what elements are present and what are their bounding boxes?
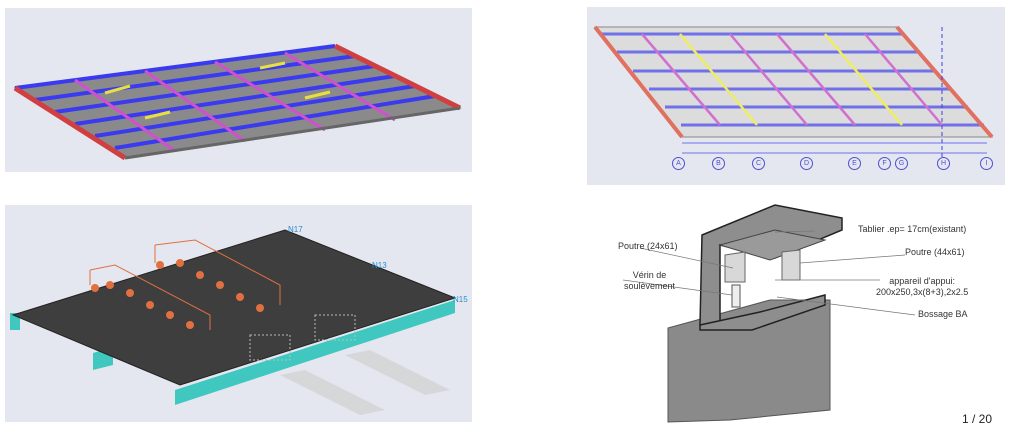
label-appareil-line2: 200x250,3x(8+3),2x2.5 (876, 287, 969, 297)
axis-label: I (980, 157, 993, 170)
page-number: 1 / 20 (962, 412, 993, 426)
slab-loads-3d-image: N17 N13 N15 (5, 205, 472, 422)
label-appareil: appareil d'appui: 200x250,3x(8+3),2x2.5 (876, 276, 968, 298)
grillage-3d-drawing (13, 43, 462, 161)
label-bossage: Bossage BA (918, 309, 968, 319)
node-label: N13 (372, 261, 387, 270)
label-poutre-left: Poutre (24x61) (618, 241, 678, 251)
grillage-3d-model-image (5, 8, 472, 172)
plan-view-image: A B C D E F G H I .ax{display:inline-blo… (587, 7, 1005, 185)
axis-label: H (937, 157, 950, 170)
label-poutre-right: Poutre (44x61) (905, 247, 965, 257)
axis-label: G (895, 157, 908, 170)
node-label: N15 (453, 295, 468, 304)
support-detail-svg (622, 204, 916, 423)
label-verin-line1: Vérin de (632, 270, 667, 280)
axis-label: D (800, 157, 813, 170)
support-detail-drawing: Tablier .ep= 17cm(existant) Poutre (24x6… (600, 200, 1024, 441)
axis-label: B (712, 157, 725, 170)
axis-label: A (672, 157, 685, 170)
label-verin: Vérin de soulèvement (624, 270, 675, 292)
axis-label: E (848, 157, 861, 170)
axis-labels: A B C D E F G H I (672, 157, 993, 171)
label-verin-line2: soulèvement (624, 281, 676, 291)
slab-loads-drawing (10, 229, 457, 415)
node-label: N17 (288, 225, 303, 234)
axis-label: F (878, 157, 891, 170)
label-appareil-line1: appareil d'appui: (889, 276, 956, 286)
axis-label: C (752, 157, 765, 170)
plan-view-drawing (593, 25, 994, 157)
label-tablier: Tablier .ep= 17cm(existant) (858, 224, 967, 234)
